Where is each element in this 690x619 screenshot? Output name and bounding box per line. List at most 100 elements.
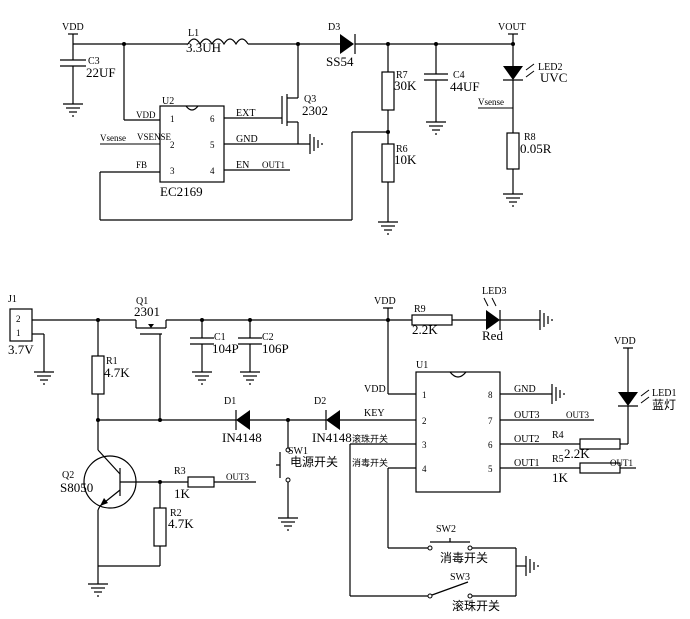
junction <box>158 418 162 422</box>
led3-value: Red <box>482 328 503 343</box>
q1-value: 2301 <box>134 304 160 319</box>
diode-d1 <box>236 410 250 430</box>
ground-icon <box>551 384 565 404</box>
sw2-name: SW2 <box>436 524 456 535</box>
c3-value: 22UF <box>86 65 116 80</box>
resistor-r2 <box>153 507 167 547</box>
q3-value: 2302 <box>302 103 328 118</box>
out3-net-label: OUT3 <box>566 410 589 420</box>
d3-name: D3 <box>328 22 340 33</box>
u1-pin3: 3 <box>422 440 427 450</box>
u2-pin5-label: GND <box>236 134 258 145</box>
sw3-label: 滚珠开关 <box>452 598 500 613</box>
sw1-label: 电源开关 <box>290 455 338 469</box>
vout-label: VOUT <box>498 22 526 33</box>
vdd-label-mid: VDD <box>374 296 396 307</box>
l1-name: L1 <box>188 28 199 39</box>
transistor-q2-collector <box>97 449 121 475</box>
resistor-r7 <box>381 71 395 111</box>
light-arrows-icon <box>483 297 497 307</box>
u2-pin4-num: 4 <box>210 166 215 176</box>
r9-value: 2.2K <box>412 322 438 337</box>
u1-pin5: 5 <box>488 464 493 474</box>
u2-pin1-label: VDD <box>136 110 156 120</box>
c4-name: C4 <box>453 70 465 81</box>
junction <box>96 418 100 422</box>
light-arrows-icon <box>640 389 650 404</box>
sw1-name: SW1 <box>288 446 308 457</box>
u1-pin2: 2 <box>422 416 427 426</box>
switch-contact <box>427 593 433 599</box>
vsense-left-label: Vsense <box>100 133 126 143</box>
d1-name: D1 <box>224 396 236 407</box>
u2-pin6-label: EXT <box>236 108 255 119</box>
led2-diode <box>503 66 523 80</box>
diode-d3 <box>340 34 354 54</box>
out3-left-label: OUT3 <box>226 472 249 482</box>
ground-icon <box>63 103 83 117</box>
chip-notch <box>449 371 467 378</box>
u1-disinfect-label: 消毒开关 <box>352 457 388 469</box>
switch-contact <box>467 593 473 599</box>
top-circuit: VDD C3 22UF L1 3.3UH D3 SS54 <box>60 22 567 235</box>
q3-name: Q3 <box>304 94 316 105</box>
r2-value: 4.7K <box>168 516 194 531</box>
j1-pin1: 1 <box>16 328 21 338</box>
u1-name: U1 <box>416 360 428 371</box>
transistor-q2-arrow <box>100 498 108 506</box>
ground-icon <box>240 371 260 385</box>
ground-icon <box>88 583 108 597</box>
u2-pin4-label: EN <box>236 160 249 171</box>
l1-value: 3.3UH <box>186 40 221 55</box>
u1-pin4: 4 <box>422 464 427 474</box>
u2-pin1-num: 1 <box>170 114 175 124</box>
ground-icon <box>503 193 523 207</box>
out1-label-top: OUT1 <box>262 160 285 170</box>
resistor-r3 <box>187 476 215 488</box>
chip-notch <box>185 105 199 111</box>
u2-pin3-num: 3 <box>170 166 175 176</box>
c4-value: 44UF <box>450 79 480 94</box>
r2-name: R2 <box>170 508 182 519</box>
d2-value: IN4148 <box>312 430 352 445</box>
led2-name: LED2 <box>538 62 562 73</box>
d2-name: D2 <box>314 396 326 407</box>
u1-out1-label: OUT1 <box>514 458 540 469</box>
u1-pin6: 6 <box>488 440 493 450</box>
led3-diode <box>486 310 500 330</box>
u1-chip <box>415 371 501 493</box>
diode-d2 <box>326 410 340 430</box>
d1-value: IN4148 <box>222 430 262 445</box>
u2-pin2-label: VSENSE <box>137 132 172 142</box>
ground-icon <box>34 371 54 385</box>
r7-value: 30K <box>394 78 417 93</box>
led2-value: UVC <box>540 70 567 85</box>
sw3-name: SW3 <box>450 572 470 583</box>
r8-value: 0.05R <box>520 141 552 156</box>
u1-vdd-label: VDD <box>364 384 386 395</box>
u2-pin5-num: 5 <box>210 140 215 150</box>
u1-gnd-label: GND <box>514 384 536 395</box>
r8-name: R8 <box>524 132 536 143</box>
j1-value: 3.7V <box>8 342 34 357</box>
u2-pin2-num: 2 <box>170 140 175 150</box>
r5-name: R5 <box>552 454 564 465</box>
c2-value: 106P <box>262 341 289 356</box>
light-arrows-icon <box>525 63 535 78</box>
c1-value: 104P <box>212 341 239 356</box>
ground-icon <box>426 121 446 135</box>
r4-name: R4 <box>552 430 564 441</box>
led1-diode <box>618 392 638 406</box>
connector-j1 <box>9 308 33 342</box>
q2-name: Q2 <box>62 470 74 481</box>
inductor-l1 <box>187 38 249 46</box>
bottom-circuit: J1 2 1 3.7V Q1 2301 C1 <box>8 286 676 613</box>
mosfet-q1-arrow <box>148 324 154 328</box>
c1-name: C1 <box>214 332 226 343</box>
c3-name: C3 <box>88 56 100 67</box>
u1-out2-label: OUT2 <box>514 434 540 445</box>
u1-pin8: 8 <box>488 390 493 400</box>
r7-name: R7 <box>396 70 408 81</box>
vdd-label-top: VDD <box>62 22 84 33</box>
